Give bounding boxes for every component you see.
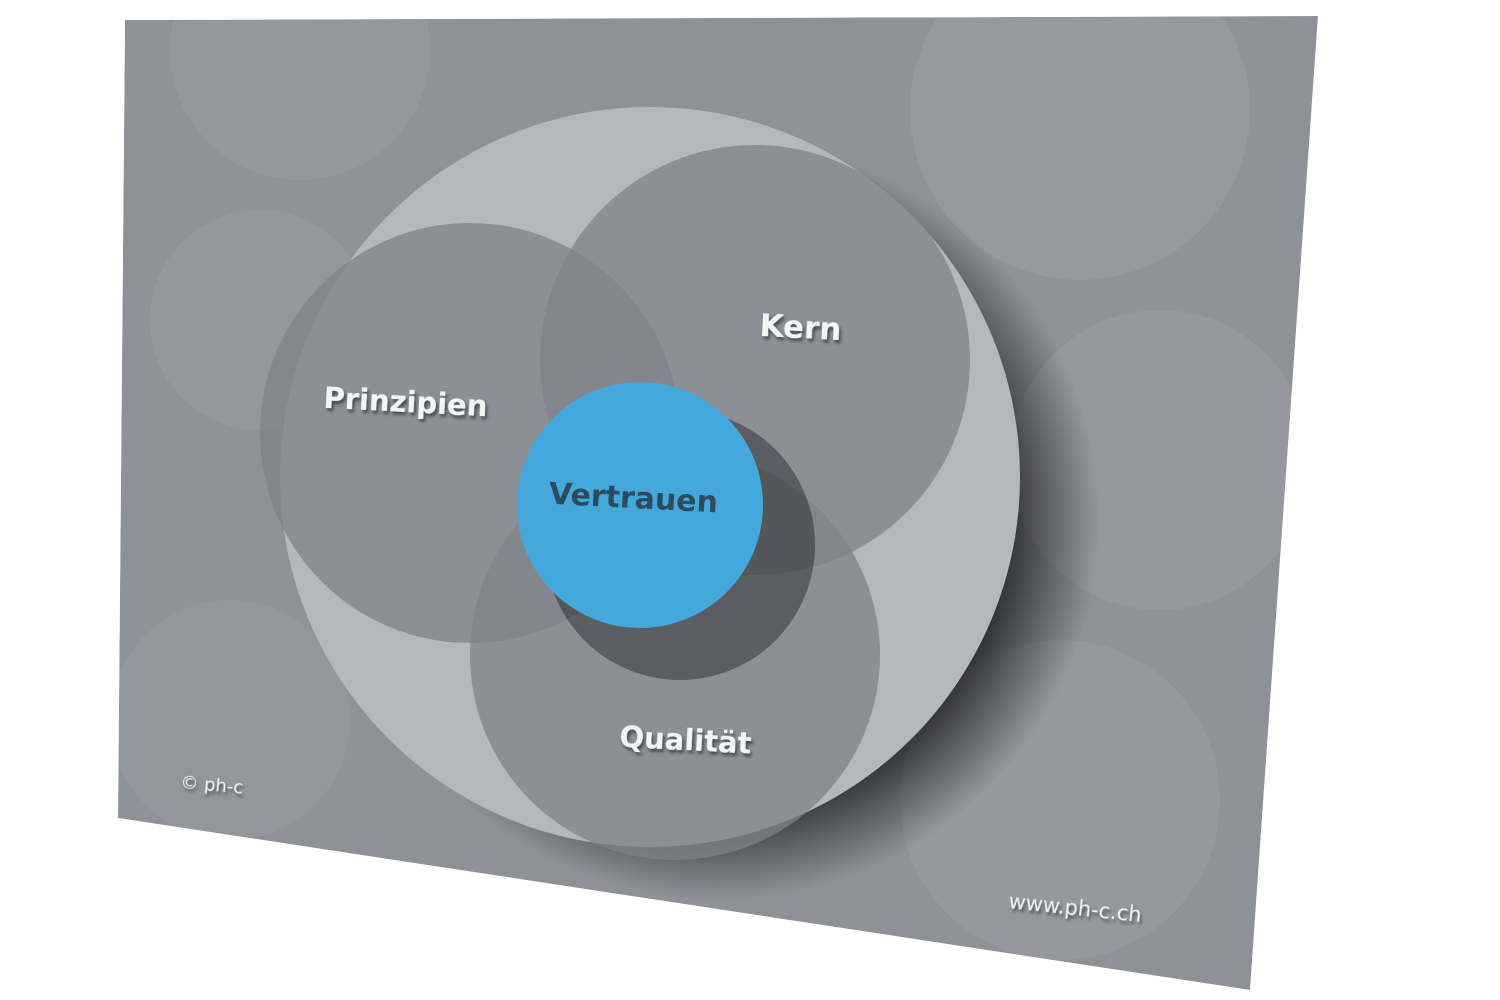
bokeh xyxy=(910,16,1250,280)
bokeh xyxy=(170,16,430,180)
bokeh xyxy=(118,600,350,840)
label-qualitaet: Qualität xyxy=(619,720,753,761)
circle-vertrauen xyxy=(517,382,763,628)
label-kern: Kern xyxy=(759,308,843,348)
